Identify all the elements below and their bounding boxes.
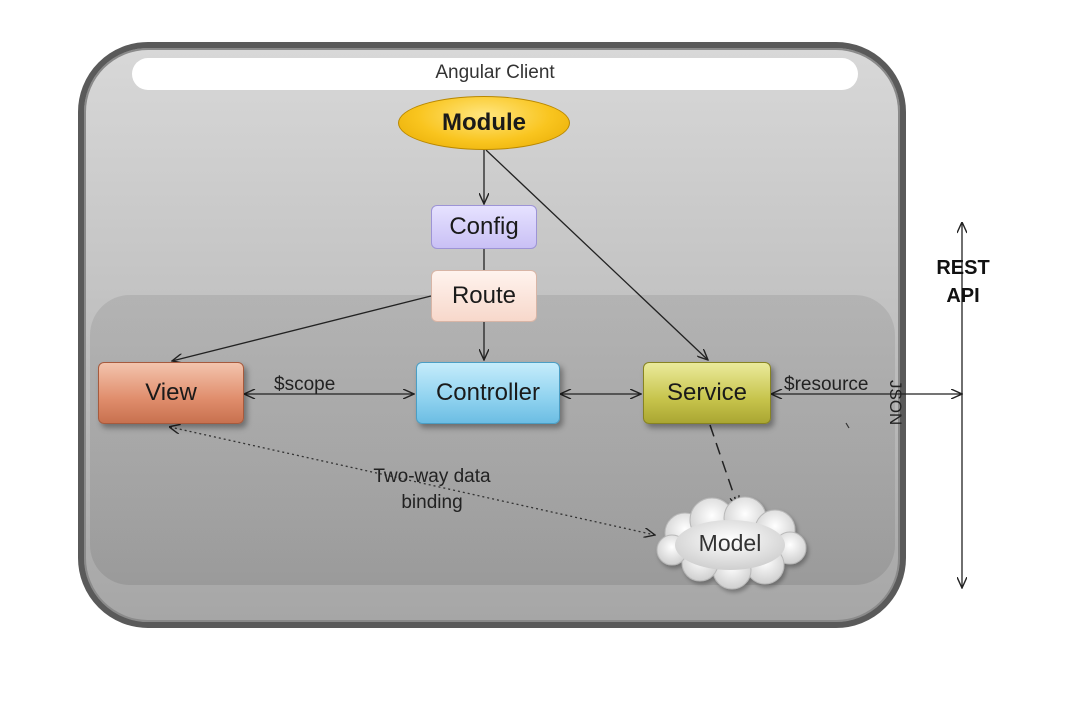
edge-service-model [709, 424, 738, 507]
stray-tick [845, 422, 850, 429]
view-node: View [98, 362, 244, 424]
rest-api-label: REST API [918, 254, 1008, 310]
service-node: Service [643, 362, 771, 424]
two-way-binding-line1: Two-way data [373, 466, 491, 487]
module-node: Module [398, 96, 570, 150]
container-title-bar [132, 58, 858, 90]
json-label: JSON [886, 380, 905, 426]
route-node: Route [431, 270, 537, 322]
scope-edge-label: $scope [274, 374, 336, 395]
edge-module-service [485, 149, 708, 360]
config-node: Config [431, 205, 537, 249]
rest-api-line1: REST [936, 257, 990, 279]
controller-node: Controller [416, 362, 560, 424]
container-title: Angular Client [435, 62, 555, 83]
two-way-binding-label: Two-way data binding [352, 464, 512, 516]
model-node-label: Model [698, 530, 762, 556]
two-way-binding-line2: binding [401, 492, 463, 513]
rest-api-line2: API [946, 285, 980, 307]
edge-route-view [172, 295, 432, 361]
model-cloud-shape [656, 496, 807, 590]
resource-edge-label: $resource [784, 374, 869, 395]
